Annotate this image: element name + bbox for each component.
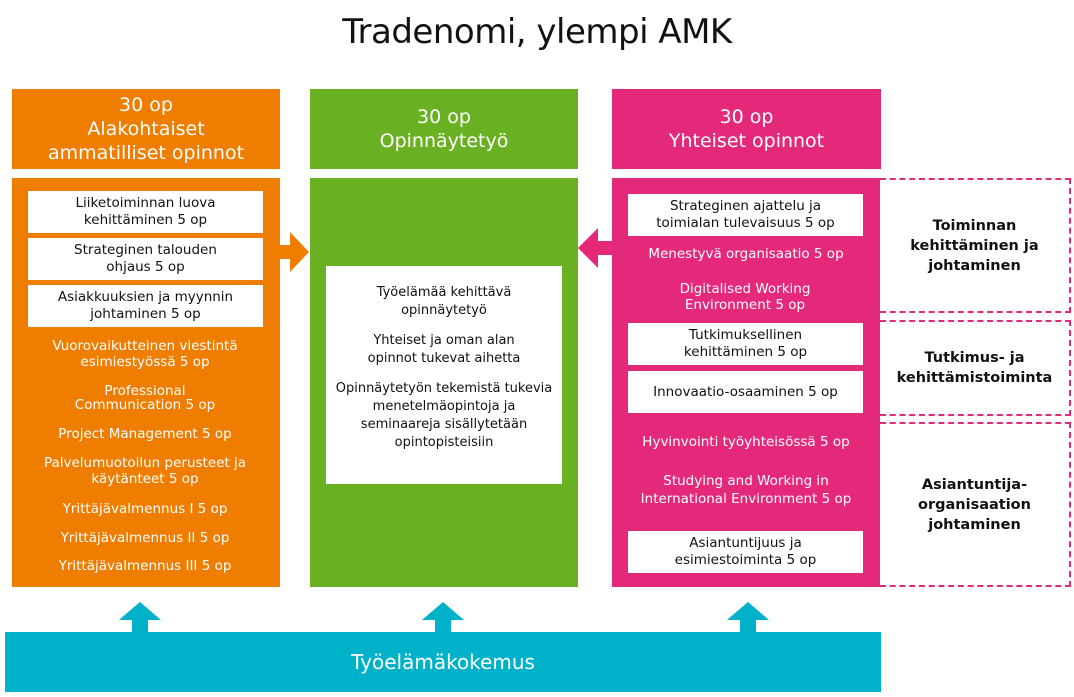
course-label: Asiantuntijuus ja esimiestoiminta 5 op: [674, 535, 817, 568]
course-text: Professional Communication 5 op: [74, 383, 216, 413]
course-text: Palvelumuotoilun perusteet ja käytänteet…: [43, 455, 247, 487]
theme-label: Tutkimus- ja kehittämistoiminta: [896, 350, 1053, 386]
course-box: Tutkimuksellinen kehittäminen 5 op: [628, 323, 863, 365]
thesis-description: Työelämää kehittävä opinnäytetyö Yhteise…: [326, 266, 562, 484]
credits: 30 op: [119, 94, 173, 116]
course-box: Strateginen ajattelu ja toimialan tuleva…: [628, 194, 863, 236]
work-experience-label: Työelämäkokemus: [351, 650, 535, 674]
common-studies-header: 30 op Yhteiset opinnot: [612, 89, 881, 169]
course-text: Vuorovaikutteinen viestintä esimiestyöss…: [52, 338, 238, 370]
arrow-up-icon: [422, 602, 464, 633]
course-text: Menestyvä organisaatio 5 op: [648, 246, 844, 262]
course-label: Strateginen talouden ohjaus 5 op: [74, 242, 217, 275]
course-text: Yrittäjävalmennus II 5 op: [60, 530, 230, 546]
professional-studies-header: 30 op Alakohtaiset ammatilliset opinnot: [12, 89, 280, 169]
course-label: Tutkimuksellinen kehittäminen 5 op: [683, 327, 808, 360]
course-text: Hyvinvointi työyhteisössä 5 op: [642, 434, 850, 450]
theme-label: Asiantuntija-organisaation johtaminen: [918, 476, 1031, 533]
course-text: Project Management 5 op: [58, 426, 232, 442]
credits: 30 op: [417, 106, 471, 128]
course-box: Asiantuntijuus ja esimiestoiminta 5 op: [628, 531, 863, 573]
arrow-up-icon: [119, 602, 161, 633]
course-text: Yrittäjävalmennus III 5 op: [58, 558, 232, 574]
arrow-right-icon: [280, 232, 309, 272]
column-title: Alakohtaiset ammatilliset opinnot: [47, 118, 245, 164]
thesis-text: Opinnäytetyön tekemistä tukevia menetelm…: [335, 381, 553, 450]
page-title: Tradenomi, ylempi AMK: [342, 12, 732, 52]
course-text: Yrittäjävalmennus I 5 op: [62, 501, 228, 517]
course-text: Studying and Working in International En…: [640, 473, 852, 507]
credits: 30 op: [719, 106, 774, 128]
course-label: Strateginen ajattelu ja toimialan tuleva…: [656, 198, 835, 231]
work-experience-bar: Työelämäkokemus: [5, 632, 881, 692]
column-title: Opinnäytetyö: [379, 130, 509, 152]
theme-label: Toiminnan kehittäminen ja johtaminen: [910, 217, 1039, 274]
column-title: Yhteiset opinnot: [668, 130, 825, 152]
course-box: Strateginen talouden ohjaus 5 op: [28, 238, 263, 280]
theme-box: Toiminnan kehittäminen ja johtaminen: [880, 178, 1071, 313]
course-box: Asiakkuuksien ja myynnin johtaminen 5 op: [28, 285, 263, 327]
course-label: Liiketoiminnan luova kehittäminen 5 op: [75, 195, 216, 228]
arrow-left-icon: [578, 228, 613, 268]
course-box: Liiketoiminnan luova kehittäminen 5 op: [28, 191, 263, 233]
thesis-text: Yhteiset ja oman alan opinnot tukevat ai…: [367, 333, 521, 366]
course-text: Digitalised Working Environment 5 op: [679, 281, 811, 313]
theme-box: Tutkimus- ja kehittämistoiminta: [880, 320, 1071, 416]
thesis-header: 30 op Opinnäytetyö: [310, 89, 578, 169]
course-label: Innovaatio-osaaminen 5 op: [653, 383, 838, 400]
course-box: Innovaatio-osaaminen 5 op: [628, 371, 863, 413]
theme-box: Asiantuntija-organisaation johtaminen: [880, 422, 1071, 587]
thesis-text: Työelämää kehittävä opinnäytetyö: [376, 285, 512, 318]
course-label: Asiakkuuksien ja myynnin johtaminen 5 op: [57, 289, 234, 322]
arrow-up-icon: [727, 602, 769, 633]
